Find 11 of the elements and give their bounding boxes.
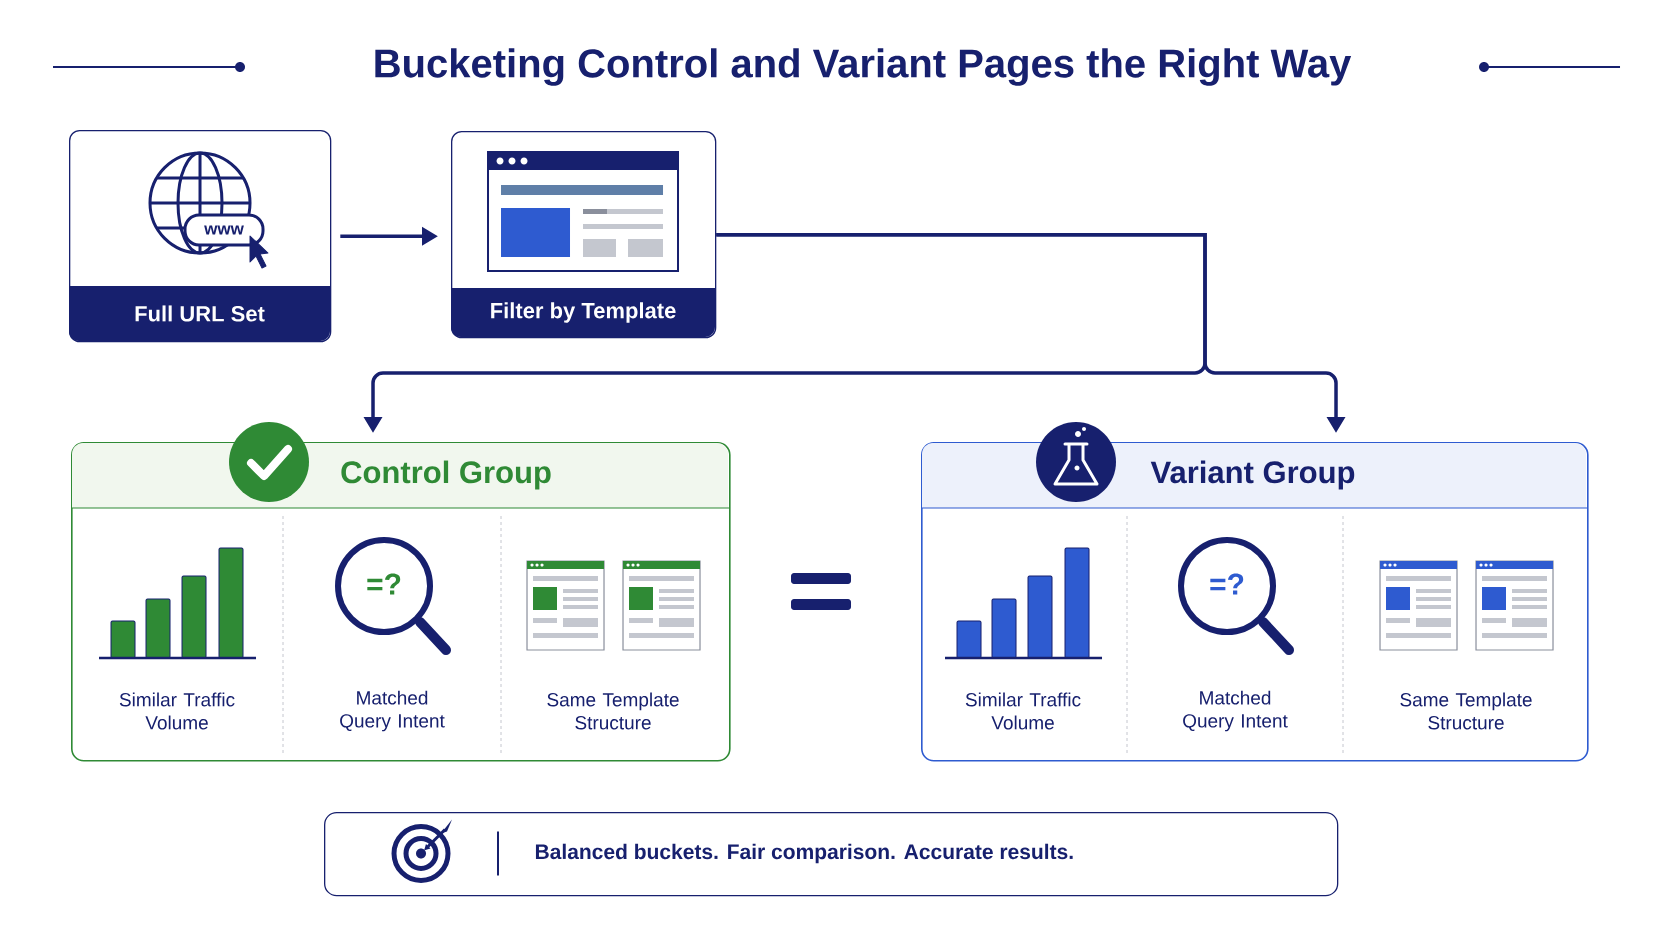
criterion-label: Same Template Structure — [547, 692, 679, 730]
summary-text: Balanced buckets. Fair comparison. Accurate results. — [535, 843, 1073, 864]
criterion-label: Matched Query Intent — [340, 690, 445, 732]
group-header: Variant Group — [920, 443, 1588, 509]
criterion-label: Same Template Structure — [1400, 692, 1532, 730]
criterion-label: Similar Traffic Volume — [965, 692, 1081, 730]
group-header: Control Group — [70, 443, 730, 509]
criterion-label: Similar Traffic Volume — [119, 692, 235, 730]
web-address-drawing: www — [148, 151, 269, 269]
criterion-label: Matched Query Intent — [1183, 690, 1288, 732]
title: Bucketing Control and Variant Pages the Right Way — [375, 48, 1352, 86]
